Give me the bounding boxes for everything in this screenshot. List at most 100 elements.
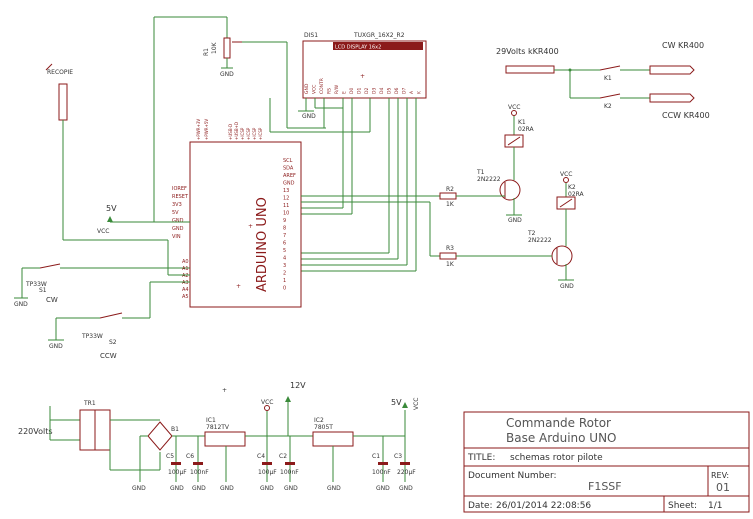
arduino-digital-pin: 12 bbox=[283, 196, 289, 202]
lcd-pin-label: RS bbox=[327, 88, 333, 94]
pot-r1: R1 10K GND bbox=[153, 16, 326, 222]
lcd-pin-label: GND bbox=[304, 83, 310, 94]
c5-val: 100μF bbox=[168, 469, 187, 476]
title-line2: Base Arduino UNO bbox=[506, 431, 617, 445]
lcd-pin-label: D3 bbox=[372, 88, 378, 94]
mains-label: 220Volts bbox=[18, 427, 53, 436]
arduino-digital-pin: 0 bbox=[283, 286, 286, 292]
c5-ref: C5 bbox=[166, 453, 174, 460]
svg-text:+USB-D: +USB-D bbox=[228, 124, 233, 140]
vcc-5v: VCC bbox=[413, 398, 420, 410]
t1-ref: T1 bbox=[476, 169, 485, 176]
svg-text:+PWR+3V: +PWR+3V bbox=[196, 119, 201, 140]
r3-ref: R3 bbox=[446, 245, 454, 252]
arduino-analog-pin: A2 bbox=[182, 273, 189, 279]
k2-ref: K2 bbox=[568, 184, 576, 191]
vcc-ic1: VCC bbox=[261, 399, 273, 406]
r3-value: 1K bbox=[446, 261, 455, 268]
recopie-probe: RECOPIE bbox=[45, 63, 190, 269]
t2-type: 2N2222 bbox=[528, 237, 552, 244]
relay-k2: VCC K2 02RA GND T2 2N2222 R3 1K bbox=[301, 171, 585, 290]
svg-text:+: + bbox=[236, 283, 241, 290]
ic2-ref: IC2 bbox=[314, 417, 324, 424]
gnd-c5: GND bbox=[170, 485, 184, 492]
arduino-digital-pin: 8 bbox=[283, 226, 286, 232]
t2-ref: T2 bbox=[527, 230, 536, 237]
sw-cw-gnd: GND bbox=[14, 301, 28, 308]
relay-k1: VCC K1 02RA GND T1 2N2222 R2 1K bbox=[301, 104, 535, 224]
arduino-digital-pin: AREF bbox=[283, 173, 296, 179]
arduino-analog-pin: A3 bbox=[182, 280, 189, 286]
gnd-b1: GND bbox=[132, 485, 146, 492]
rev-label: REV: bbox=[711, 471, 729, 480]
arduino-power-pin: RESET bbox=[172, 194, 189, 200]
switch-cw: TP33W S1 CW GND bbox=[14, 263, 190, 308]
arduino-analog-pin: A1 bbox=[182, 266, 189, 272]
v12-label: 12V bbox=[290, 381, 306, 390]
c6-ref: C6 bbox=[186, 453, 194, 460]
arduino-power-pin: GND bbox=[172, 226, 184, 232]
arduino-analog-pin: A4 bbox=[182, 287, 189, 293]
c3-ref: C3 bbox=[394, 453, 402, 460]
sw-cw-ref: S1 bbox=[39, 287, 47, 294]
v5-left: 5V bbox=[106, 204, 117, 213]
svg-text:+ICSP: +ICSP bbox=[246, 127, 251, 140]
svg-text:+USB+D: +USB+D bbox=[234, 122, 239, 140]
sw-ccw-gnd: GND bbox=[49, 343, 63, 350]
svg-text:+PWR+5V: +PWR+5V bbox=[204, 119, 209, 140]
gnd-c1: GND bbox=[376, 485, 390, 492]
lcd-pin-label: D7 bbox=[402, 88, 408, 94]
arduino-power-pin: VIN bbox=[172, 234, 181, 240]
lcd-display: DIS1 TUXGR_16X2_R2 LCD DISPLAY 16x2 + GN… bbox=[302, 32, 427, 99]
pot-value: 10K bbox=[211, 41, 218, 54]
lcd-label: LCD DISPLAY 16x2 bbox=[335, 45, 381, 51]
doc-label: Document Number: bbox=[468, 471, 557, 481]
t1-gnd: GND bbox=[508, 217, 522, 224]
lcd-pin-label: D4 bbox=[379, 88, 385, 94]
sheet-label: Sheet: bbox=[668, 501, 697, 511]
switch-ccw: TP33W S2 CCW GND bbox=[48, 281, 190, 360]
sheet-value: 1/1 bbox=[708, 501, 722, 511]
c2-val: 100nF bbox=[280, 469, 299, 476]
lcd-pin-label: CONTR bbox=[319, 78, 325, 94]
k1-contact: K1 bbox=[604, 75, 612, 82]
arduino-digital-pin: 11 bbox=[283, 203, 289, 209]
c3-val: 220μF bbox=[397, 469, 416, 476]
v5-label: 5V bbox=[391, 398, 402, 407]
arduino-power-pin: 5V bbox=[172, 210, 179, 216]
svg-text:+: + bbox=[248, 223, 253, 230]
lcd-pin-label: D1 bbox=[357, 88, 363, 94]
c2-ref: C2 bbox=[279, 453, 287, 460]
lcd-pin-label: D6 bbox=[394, 88, 400, 94]
title-block: Commande Rotor Base Arduino UNO TITLE: s… bbox=[463, 411, 750, 513]
gnd-c4: GND bbox=[260, 485, 274, 492]
sw-ccw-part: TP33W bbox=[81, 333, 103, 340]
date-label: Date: bbox=[468, 501, 493, 511]
c1-ref: C1 bbox=[372, 453, 380, 460]
ic2-part: 7805T bbox=[314, 424, 333, 431]
svg-text:+: + bbox=[222, 387, 227, 394]
vcc-5v-left: 5V VCC bbox=[97, 204, 190, 235]
r2-ref: R2 bbox=[446, 186, 454, 193]
lcd-gnd: GND bbox=[302, 113, 316, 120]
gnd-c3: GND bbox=[399, 485, 413, 492]
arduino-digital-pin: SCL bbox=[283, 158, 293, 164]
arduino-digital-pin: 4 bbox=[283, 256, 286, 262]
title-value: schemas rotor pilote bbox=[510, 453, 603, 463]
lcd-pin-label: D5 bbox=[387, 88, 393, 94]
lcd-pin-label: D0 bbox=[349, 88, 355, 94]
gnd-c6: GND bbox=[192, 485, 206, 492]
arduino-digital-pin: 9 bbox=[283, 218, 286, 224]
sw-cw-label: CW bbox=[46, 296, 58, 304]
lcd-part: TUXGR_16X2_R2 bbox=[353, 32, 405, 39]
title-label: TITLE: bbox=[467, 453, 495, 463]
arduino-digital-pin: 2 bbox=[283, 271, 286, 277]
arduino-power-pin: GND bbox=[172, 218, 184, 224]
ccw-out: CCW KR400 bbox=[662, 111, 710, 120]
ic1-part: 7812TV bbox=[206, 424, 230, 431]
arduino-digital-pin: 7 bbox=[283, 233, 286, 239]
k1-ref: K1 bbox=[518, 119, 526, 126]
arduino-power-pin: 3V3 bbox=[172, 202, 182, 208]
arduino-analog-pin: A5 bbox=[182, 294, 189, 300]
